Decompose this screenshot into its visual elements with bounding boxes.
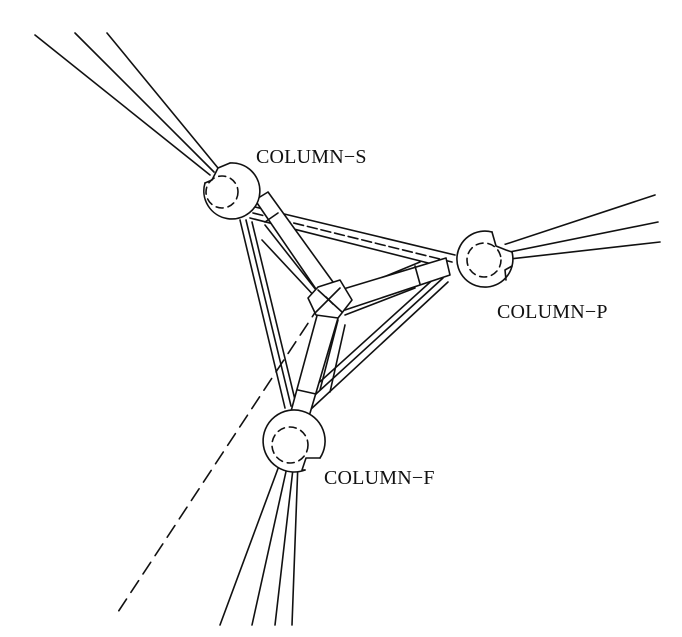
cable-f-3 [275,460,294,625]
hub-center-mark [326,297,333,304]
truss-sf-3 [252,222,296,404]
truss-pf-1 [310,282,448,410]
truss-sp-1 [255,207,455,255]
brace-inner-1 [265,225,320,295]
column-p-notch [492,232,512,252]
brace-inner-4 [345,288,415,315]
arms [255,192,450,420]
cable-s-3 [107,33,218,168]
truss-sf-2 [246,220,291,406]
cable-p-1 [488,195,655,250]
cable-f-4 [292,462,298,625]
column-p-inner-circle [467,243,501,277]
column-s-label: COLUMN−S [256,146,367,168]
arm-to-column-p [340,258,450,310]
column-s-ring [204,163,260,219]
arm-to-column-s [255,192,333,292]
column-f-notch [302,458,320,470]
column-f-ring [263,410,325,472]
truss-pf-3 [302,275,438,398]
column-f-label: COLUMN−F [324,467,435,489]
column-s-outer-ring [204,163,260,219]
column-f-outer-ring [263,410,325,472]
cables-column-p [488,195,660,261]
arm-s-joint [265,213,278,222]
central-hub [308,280,352,318]
cable-f-2 [252,458,289,625]
cable-f-1 [220,455,283,625]
brace-inner-2 [262,240,318,300]
dashed-sightline [118,305,320,612]
arm-f-joint [298,390,316,394]
column-p-notch-2 [505,266,512,280]
cable-p-3 [492,242,660,261]
column-s-notch [205,163,230,183]
column-p-ring [457,231,513,287]
cables-column-f [220,455,298,625]
column-f-inner-circle [272,427,308,463]
cable-s-2 [75,33,214,172]
truss-sf-1 [240,220,285,408]
brace-inner-6 [330,325,345,392]
cable-s-1 [35,35,210,175]
column-p-label: COLUMN−P [497,301,608,323]
arm-p-joint [415,266,420,284]
cables-column-s [35,33,218,175]
truss-pf-2 [305,278,443,404]
cable-p-2 [490,222,658,256]
column-s-inner-circle [206,176,238,208]
brace-inner-5 [320,320,338,390]
arm-to-column-f [290,312,338,420]
column-p-outer-ring [457,231,513,287]
